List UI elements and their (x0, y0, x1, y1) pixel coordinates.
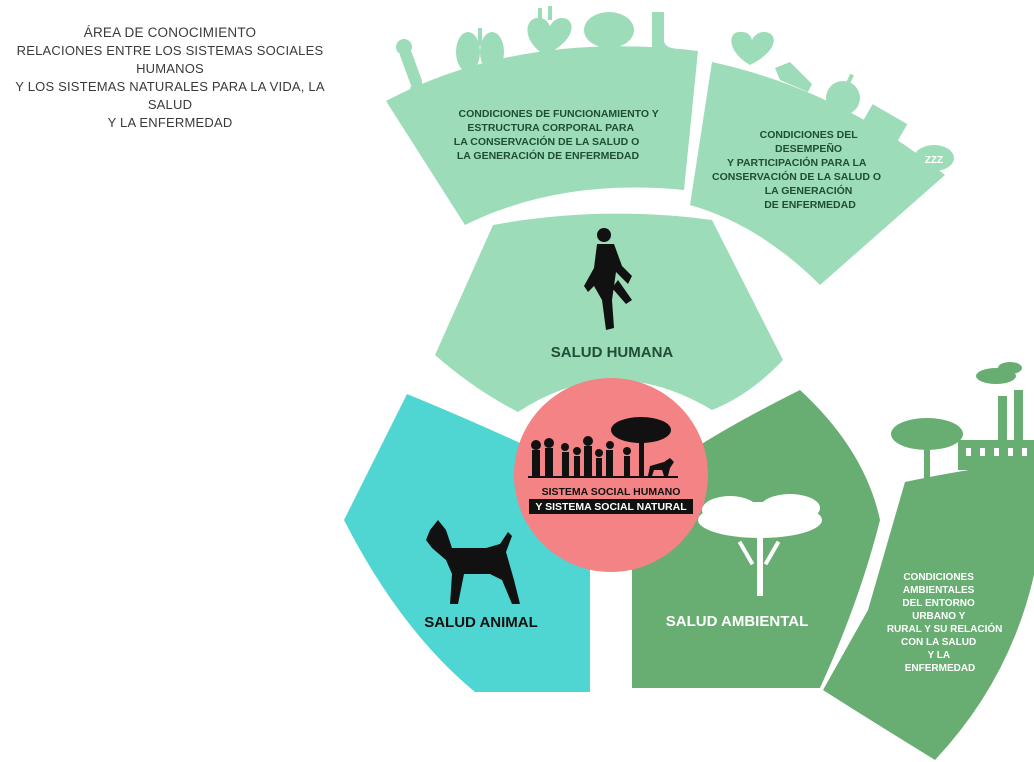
heading-subtitle-line-3: Y LA ENFERMEDAD (107, 115, 233, 130)
performance-line-1: CONDICIONES DEL (760, 129, 859, 141)
body-conditions-band: CONDICIONES DE FUNCIONAMIENTO Y ESTRUCTU… (386, 6, 698, 225)
heart-icon (527, 6, 572, 55)
human-health-segment: SALUD HUMANA (435, 213, 783, 412)
performance-line-4: CONSERVACIÓN DE LA SALUD O (712, 170, 881, 183)
acacia-tree-icon (698, 494, 822, 596)
dog-icon (426, 520, 520, 604)
body-conditions-line-3: LA CONSERVACIÓN DE LA SALUD O (454, 135, 640, 148)
tree-icon (891, 418, 963, 484)
environment-line-2: AMBIENTALES (903, 585, 975, 596)
body-conditions-line-2: ESTRUCTURA CORPORAL PARA (467, 122, 634, 134)
factory-icon (958, 362, 1034, 470)
runner-icon (584, 228, 632, 330)
sleep-icon: ZZZ (914, 145, 954, 171)
body-conditions-line-4: LA GENERACIÓN DE ENFERMEDAD (457, 149, 640, 162)
environment-line-1: CONDICIONES (903, 572, 974, 583)
apple-icon (826, 73, 860, 115)
performance-line-2: DESEMPEÑO (775, 142, 842, 155)
brain-icon (584, 12, 634, 54)
environment-line-6: CON LA SALUD (901, 637, 976, 648)
animal-health-segment: SALUD ANIMAL (344, 394, 590, 692)
environment-line-7: Y LA (927, 650, 949, 661)
svg-text:CONDICIONES DEL DESEMPEÑ: CONDICIONES DEL DESEMPEÑO Y PARTICIPACIÓ… (712, 129, 884, 211)
performance-conditions-band: ZZZ CONDICIONES DEL DESEMPEÑO Y PARTICIP… (690, 31, 954, 285)
heading-title: ÁREA DE CONOCIMIENTO (83, 25, 257, 40)
environmental-conditions-panel (823, 464, 1034, 760)
performance-line-3: Y PARTICIPACIÓN PARA LA (727, 156, 867, 169)
performance-conditions-panel (690, 62, 945, 285)
lungs-icon (456, 28, 504, 72)
center-title-line-1: SISTEMA SOCIAL HUMANO (542, 486, 681, 498)
center-circle: SISTEMA SOCIAL HUMANO Y SISTEMA SOCIAL N… (514, 378, 708, 572)
running-shoe-icon (775, 62, 812, 92)
environmental-health-label: SALUD AMBIENTAL (666, 613, 809, 630)
svg-text:CONDICIONES AMBIENTALES: CONDICIONES AMBIENTALES DEL ENTORNO URBA… (887, 572, 1005, 674)
environment-line-3: DEL ENTORNO (902, 598, 975, 609)
heading-subtitle-line-2: Y LOS SISTEMAS NATURALES PARA LA VIDA, L… (15, 79, 325, 112)
environment-line-5: RURAL Y SU RELACIÓN (887, 622, 1003, 635)
body-conditions-panel (386, 46, 698, 225)
performance-line-6: DE ENFERMEDAD (764, 199, 856, 211)
foot-icon (652, 12, 692, 58)
environmental-health-panel (632, 390, 880, 688)
people-and-tree-icon (528, 417, 678, 478)
human-health-label: SALUD HUMANA (551, 344, 674, 361)
body-conditions-line-1: CONDICIONES DE FUNCIONAMIENTO Y (458, 108, 658, 120)
environment-line-8: ENFERMEDAD (905, 663, 976, 674)
heading-subtitle-line-1: RELACIONES ENTRE LOS SISTEMAS SOCIALES H… (16, 43, 324, 76)
performance-line-5: LA GENERACIÓN (765, 184, 853, 197)
calendar-icon (856, 104, 908, 152)
knowledge-area-heading: ÁREA DE CONOCIMIENTO RELACIONES ENTRE LO… (0, 24, 340, 132)
center-title-line-2: Y SISTEMA SOCIAL NATURAL (535, 501, 687, 513)
environmental-conditions-band: CONDICIONES AMBIENTALES DEL ENTORNO URBA… (823, 362, 1034, 760)
environmental-health-segment: SALUD AMBIENTAL (632, 390, 880, 688)
bone-icon (396, 39, 426, 98)
heart-rate-icon (731, 31, 774, 65)
animal-health-label: SALUD ANIMAL (424, 614, 538, 631)
center-title-band (529, 499, 693, 514)
animal-health-panel (344, 394, 590, 692)
environment-line-4: URBANO Y (912, 611, 965, 622)
sleep-text: ZZZ (925, 155, 943, 166)
svg-text:CONDICIONES DE FUNCIONAMIENTO: CONDICIONES DE FUNCIONAMIENTO Y ESTRUCTU… (454, 108, 662, 162)
